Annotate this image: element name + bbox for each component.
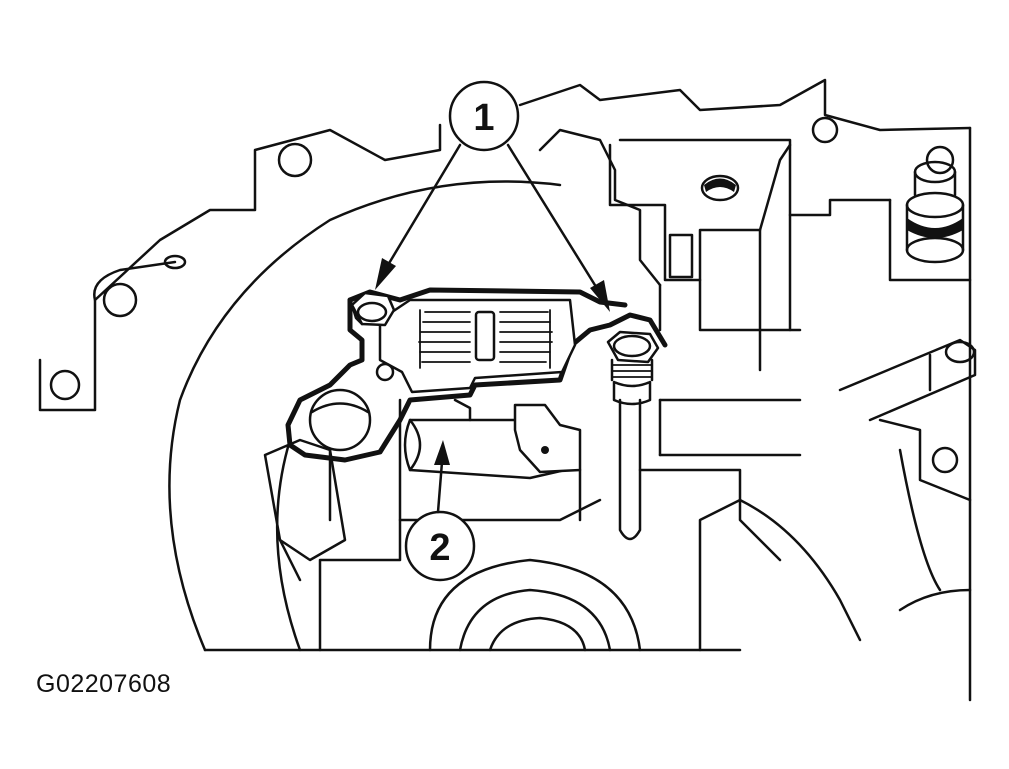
transaxle-housing (38, 78, 977, 702)
callout-2: 2 (404, 440, 476, 582)
bolt-left (350, 291, 396, 327)
bolt-right (606, 330, 660, 541)
mounting-bracket (285, 287, 668, 463)
callout-1: 1 (375, 80, 610, 312)
sensor-component (398, 398, 582, 522)
figure-id: G02207608 (36, 670, 172, 698)
callout-1-label: 1 (473, 97, 494, 139)
round-boss (308, 388, 372, 452)
callout-2-label: 2 (429, 527, 450, 569)
